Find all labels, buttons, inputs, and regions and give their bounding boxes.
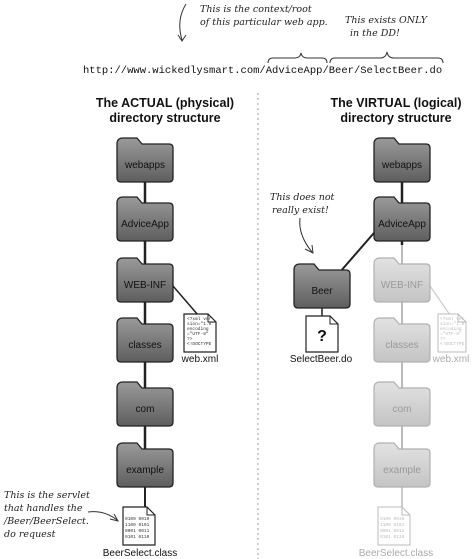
url-text: http://www.wickedlysmart.com/AdviceApp/B… (83, 65, 442, 77)
binary-line: 0100 0010 (125, 516, 150, 522)
xml-line: <?xml ver (187, 316, 212, 322)
note-context-root-line2: of this particular web app. (200, 17, 328, 28)
note-servlet-arrowhead (109, 513, 120, 522)
question-mark-glyph: ? (317, 328, 327, 345)
binary-line: 0001 0011 (380, 528, 405, 534)
actual-tree: webapps AdviceApp WEB-INF classes com ex… (103, 137, 219, 559)
class-file-icon: 0100 0010 1100 0101 0001 0011 0101 0110 (122, 506, 156, 546)
folder-icon: example (373, 442, 431, 488)
folder-icon: classes (116, 317, 174, 363)
note-not-exist-arrow (299, 217, 313, 253)
class-file-icon: 0100 0010 1100 0101 0001 0011 0101 0110 (377, 506, 411, 546)
binary-line: 0100 0010 (380, 516, 405, 522)
virtual-webxml-connector (429, 285, 451, 316)
note-servlet-arrow (87, 511, 118, 521)
note-dd-line1: This exists ONLY (345, 15, 429, 26)
virtual-folder-example-label: example (383, 465, 421, 476)
xml-line: sion="1.0" (440, 321, 467, 327)
binary-line: 0101 0110 (380, 534, 405, 540)
actual-class-label: BeerSelect.class (103, 548, 177, 559)
virtual-tree: webapps AdviceApp Beer WEB-INF classes c… (290, 137, 470, 559)
xml-line: ="UTF-8" (187, 331, 209, 337)
xml-line: sion="1.0" (187, 321, 214, 327)
folder-icon: AdviceApp (116, 196, 174, 242)
actual-title-line2: directory structure (109, 111, 220, 125)
virtual-class-label: BeerSelect.class (359, 548, 433, 559)
note-not-exist-line1: This does not (270, 192, 335, 203)
virtual-beer-connector (339, 225, 381, 273)
note-context-root-line1: This is the context/root (200, 4, 312, 15)
actual-webxml-label: web.xml (181, 354, 219, 365)
virtual-select-label: SelectBeer.do (290, 354, 353, 365)
actual-folder-adviceapp-label: AdviceApp (121, 219, 169, 230)
note-servlet-line4: do request (4, 529, 56, 540)
note-not-exist-line2: really exist! (272, 205, 329, 216)
note-not-exist-arrowhead (304, 244, 314, 254)
binary-line: 1100 0101 (125, 522, 150, 528)
virtual-title-line1: The VIRTUAL (logical) (330, 96, 461, 110)
xml-line: <!DOCTYPE (187, 341, 212, 347)
actual-folder-webinf-label: WEB-INF (124, 280, 166, 291)
virtual-folder-adviceapp-label: AdviceApp (378, 219, 426, 230)
folder-icon: webapps (373, 137, 431, 183)
unknown-file-icon: ? (305, 315, 339, 353)
actual-folder-example-label: example (126, 465, 164, 476)
xml-line: ?> (187, 336, 193, 342)
xml-line: encoding (440, 326, 462, 332)
note-context-root-arrowhead (177, 34, 187, 42)
xml-line: ="UTF-8" (440, 331, 462, 337)
actual-folder-com-label: com (136, 404, 155, 415)
binary-line: 1100 0101 (380, 522, 405, 528)
xml-file-icon: <?xml ver sion="1.0" encoding ="UTF-8" ?… (183, 313, 217, 353)
xml-line: encoding (187, 326, 209, 332)
folder-icon: webapps (116, 137, 174, 183)
binary-line: 0001 0011 (125, 528, 150, 534)
xml-line: <?xml ver (440, 316, 465, 322)
folder-icon: WEB-INF (116, 257, 174, 303)
actual-folder-webapps-label: webapps (124, 160, 165, 171)
actual-title-line1: The ACTUAL (physical) (96, 96, 234, 110)
virtual-title-line2: directory structure (340, 111, 451, 125)
virtual-folder-webapps-label: webapps (381, 160, 422, 171)
note-servlet-line1: This is the servlet (4, 490, 90, 501)
virtual-folder-com-label: com (393, 404, 412, 415)
virtual-folder-beer-label: Beer (311, 286, 333, 297)
xml-line: ?> (440, 336, 446, 342)
dd-bracket (329, 51, 444, 64)
folder-icon: WEB-INF (373, 257, 431, 303)
note-servlet-line3: /Beer/BeerSelect. (3, 516, 89, 527)
binary-line: 0101 0110 (125, 534, 150, 540)
folder-icon: com (373, 381, 431, 427)
actual-folder-classes-label: classes (128, 340, 161, 351)
note-dd-line2: in the DD! (350, 28, 400, 39)
note-servlet-line2: that handles the (4, 503, 83, 514)
xml-file-icon: <?xml ver sion="1.0" encoding ="UTF-8" ?… (437, 313, 467, 353)
virtual-folder-webinf-label: WEB-INF (381, 280, 423, 291)
virtual-folder-classes-label: classes (385, 340, 418, 351)
virtual-webxml-label: web.xml (432, 354, 470, 365)
folder-icon: com (116, 381, 174, 427)
actual-webxml-connector (172, 285, 199, 316)
context-root-bracket (267, 52, 328, 64)
note-context-root-arrow (179, 3, 187, 41)
folder-icon: example (116, 442, 174, 488)
folder-icon: classes (373, 317, 431, 363)
folder-icon: Beer (293, 263, 351, 309)
xml-line: <!DOCTYPE (440, 341, 465, 347)
folder-icon: AdviceApp (373, 196, 431, 242)
